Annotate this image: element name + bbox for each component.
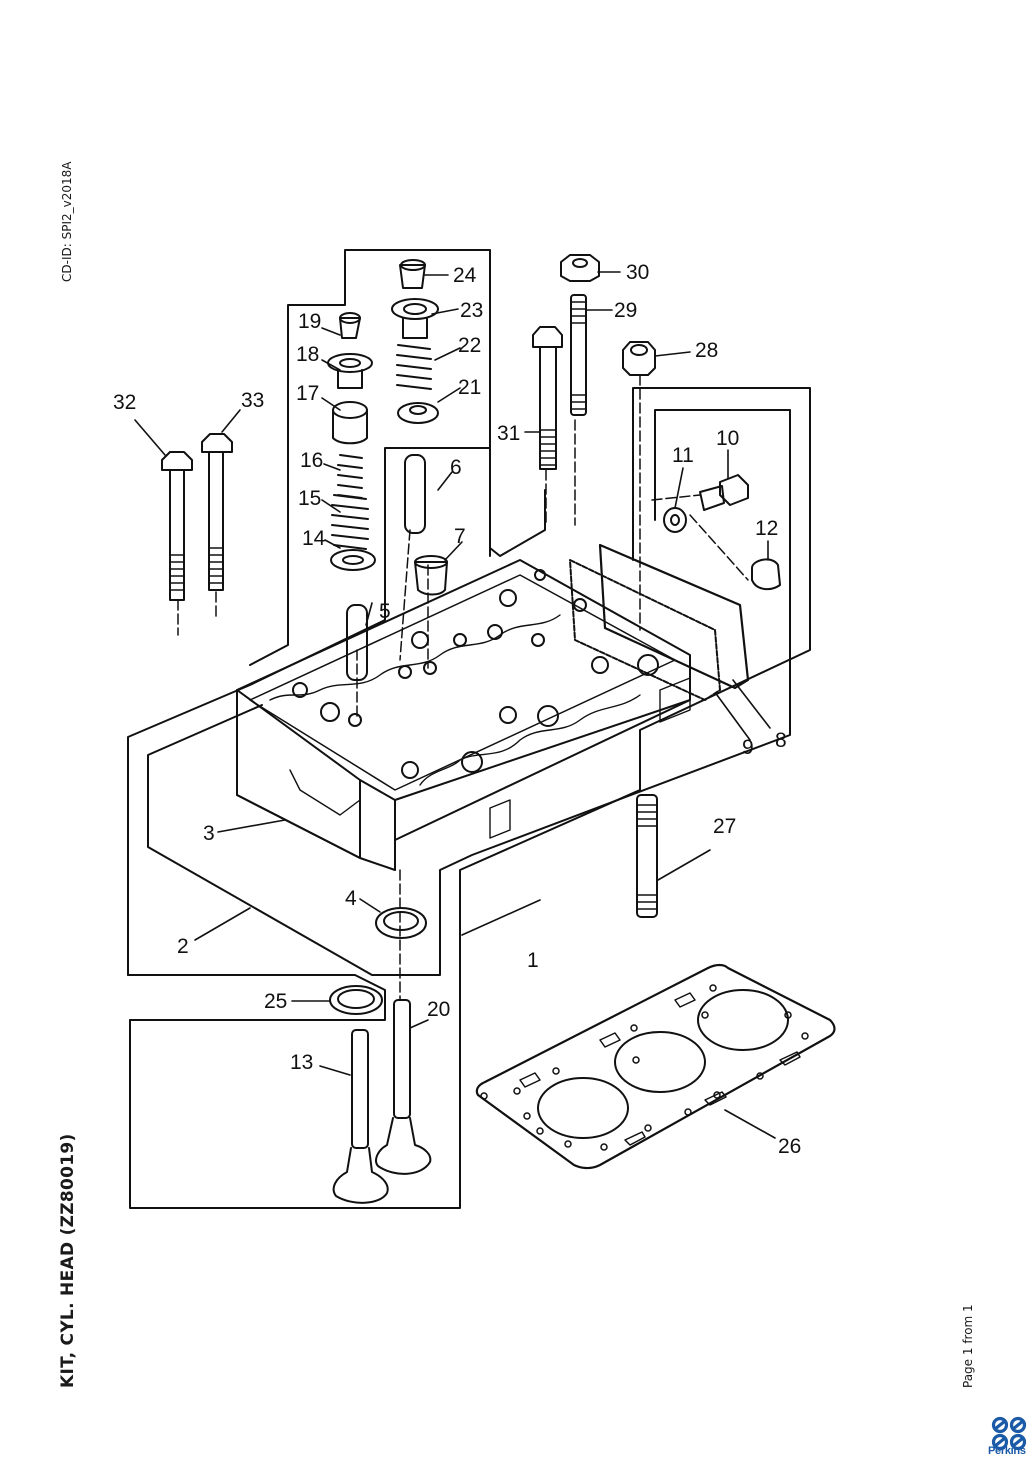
- collet-24: [399, 259, 426, 289]
- callout-7: 7: [454, 525, 466, 548]
- bolt-32: [161, 451, 193, 601]
- callout-20: 20: [427, 998, 450, 1021]
- callout-9: 9: [742, 736, 754, 759]
- perkins-logo-icon: [991, 1416, 1027, 1451]
- plug-12: [751, 558, 781, 591]
- callout-25: 25: [264, 990, 287, 1013]
- spring-seat-21: [397, 402, 439, 424]
- head-gasket-26: [475, 963, 836, 1170]
- stud-29: [570, 294, 587, 416]
- kit-frame-1: [249, 249, 546, 666]
- kit-frame-2: [147, 409, 791, 976]
- collet-19: [339, 312, 361, 339]
- brand-name: Perkins: [988, 1445, 1026, 1457]
- valve-stem-seal-17: [332, 401, 368, 445]
- stud-27: [636, 794, 658, 918]
- callout-11: 11: [672, 444, 694, 467]
- callout-33: 33: [241, 389, 264, 412]
- callout-27: 27: [713, 815, 736, 838]
- spring-cap-18: [327, 353, 373, 389]
- callout-6: 6: [450, 456, 462, 479]
- kit-frame-3: [127, 974, 386, 1021]
- valve-20: [375, 999, 432, 1175]
- bolt-10: [699, 474, 749, 511]
- core-plug-7: [414, 555, 448, 596]
- kit-frame-outer-1: [129, 387, 811, 1209]
- valve-13: [332, 1029, 389, 1204]
- bolt-31: [532, 326, 563, 470]
- valve-guide-6: [404, 454, 426, 534]
- callout-5: 5: [379, 600, 391, 623]
- callout-31: 31: [497, 422, 520, 445]
- inner-spring-16: [337, 454, 363, 499]
- callout-labels: 1 2 3 4 5 6 7 8 9 10 11 12 13 14 15 16 1…: [113, 261, 801, 1158]
- callout-17: 17: [296, 382, 319, 405]
- callout-26: 26: [778, 1135, 801, 1158]
- callout-12: 12: [755, 517, 778, 540]
- callout-19: 19: [298, 310, 321, 333]
- callout-24: 24: [453, 264, 477, 287]
- callout-18: 18: [296, 343, 319, 366]
- cylinder-head-block: [236, 559, 691, 871]
- manifold-gasket: [569, 559, 721, 701]
- callout-32: 32: [113, 391, 136, 414]
- callout-30: 30: [626, 261, 649, 284]
- nut-30: [560, 254, 600, 282]
- callout-4: 4: [345, 887, 357, 910]
- callout-2: 2: [177, 935, 189, 958]
- washer-11: [663, 507, 687, 533]
- outer-spring-15: [331, 494, 369, 550]
- callout-14: 14: [302, 527, 326, 550]
- callout-10: 10: [716, 427, 739, 450]
- callout-29: 29: [614, 299, 637, 322]
- callout-13: 13: [290, 1051, 313, 1074]
- callout-23: 23: [460, 299, 483, 322]
- callout-15: 15: [298, 487, 321, 510]
- valve-spring-22: [396, 344, 432, 390]
- spring-seat-14: [330, 549, 376, 571]
- nut-28: [622, 341, 656, 376]
- seal-4: [375, 907, 427, 939]
- valve-guide-5: [346, 604, 368, 681]
- callout-16: 16: [300, 449, 323, 472]
- callout-8: 8: [775, 729, 787, 752]
- kit-frame-outer-2: [127, 447, 491, 976]
- callout-3: 3: [203, 822, 215, 845]
- callout-21: 21: [458, 376, 481, 399]
- bolt-33: [201, 433, 233, 591]
- seal-25: [329, 985, 383, 1015]
- spring-cap-23: [391, 298, 439, 339]
- callout-1: 1: [527, 949, 539, 972]
- manifold-cover-plate: [598, 543, 750, 690]
- callout-22: 22: [458, 334, 481, 357]
- callout-28: 28: [695, 339, 718, 362]
